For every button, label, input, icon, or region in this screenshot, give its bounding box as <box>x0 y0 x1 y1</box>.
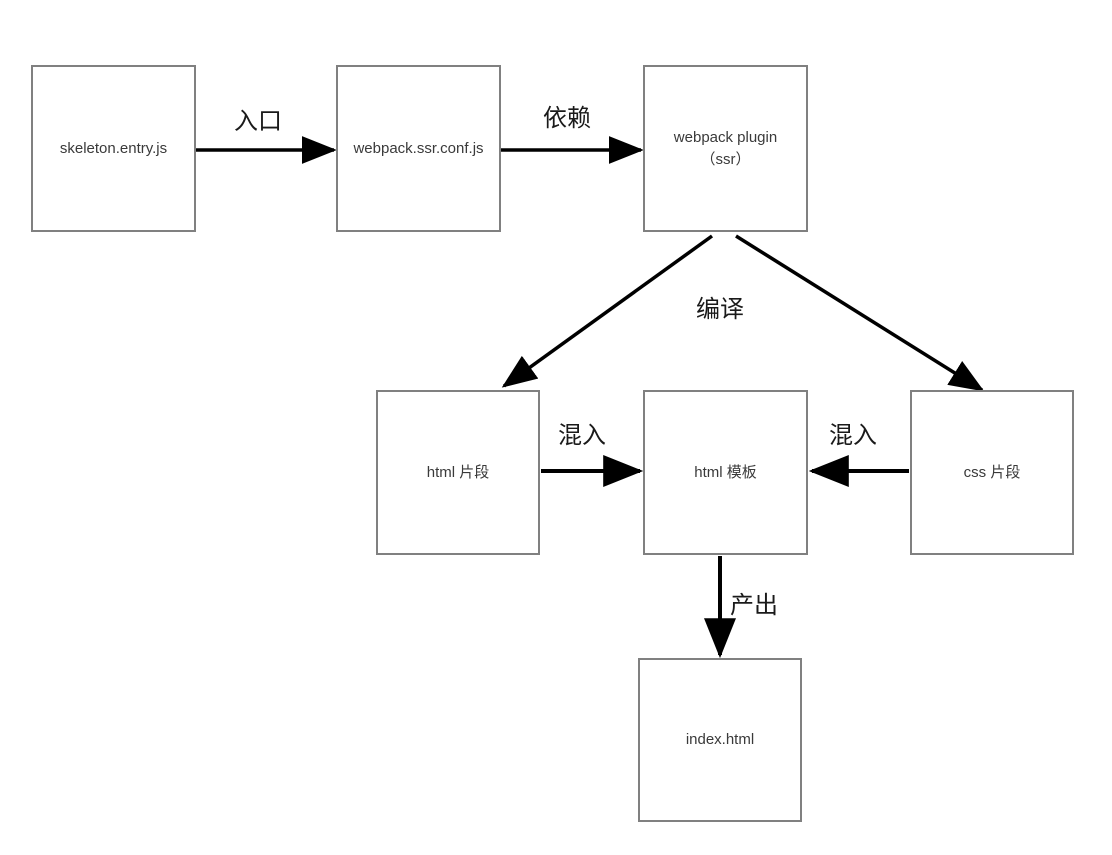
node-webpack-plugin-ssr[interactable]: webpack plugin （ssr） <box>643 65 808 232</box>
node-index-html[interactable]: index.html <box>638 658 802 822</box>
node-webpack-plugin-ssr-label: webpack plugin （ssr） <box>674 127 777 171</box>
node-webpack-plugin-line1: webpack plugin <box>673 128 778 146</box>
edge-compile-left-line <box>501 234 714 388</box>
node-webpack-plugin-line2: （ssr） <box>700 150 751 168</box>
node-skeleton-entry-js-label: skeleton.entry.js <box>59 139 168 157</box>
node-skeleton-entry-js[interactable]: skeleton.entry.js <box>31 65 196 232</box>
edge-label-depend: 依赖 <box>543 105 591 132</box>
node-webpack-ssr-conf-js[interactable]: webpack.ssr.conf.js <box>336 65 501 232</box>
node-webpack-ssr-conf-js-label: webpack.ssr.conf.js <box>353 139 484 157</box>
node-html-template-label: html 模板 <box>694 463 757 481</box>
node-html-template[interactable]: html 模板 <box>643 390 808 555</box>
edge-label-mix-left: 混入 <box>558 422 606 449</box>
edge-compile-right-line <box>735 234 985 392</box>
node-html-fragment[interactable]: html 片段 <box>376 390 540 555</box>
node-css-fragment-label: css 片段 <box>963 463 1021 481</box>
edge-label-compile: 编译 <box>696 296 744 323</box>
edge-label-output: 产出 <box>730 592 778 619</box>
edge-label-mix-right: 混入 <box>829 422 877 449</box>
edge-label-entry: 入口 <box>234 108 282 135</box>
node-css-fragment[interactable]: css 片段 <box>910 390 1074 555</box>
node-html-fragment-label: html 片段 <box>426 463 490 481</box>
node-index-html-label: index.html <box>685 731 755 749</box>
